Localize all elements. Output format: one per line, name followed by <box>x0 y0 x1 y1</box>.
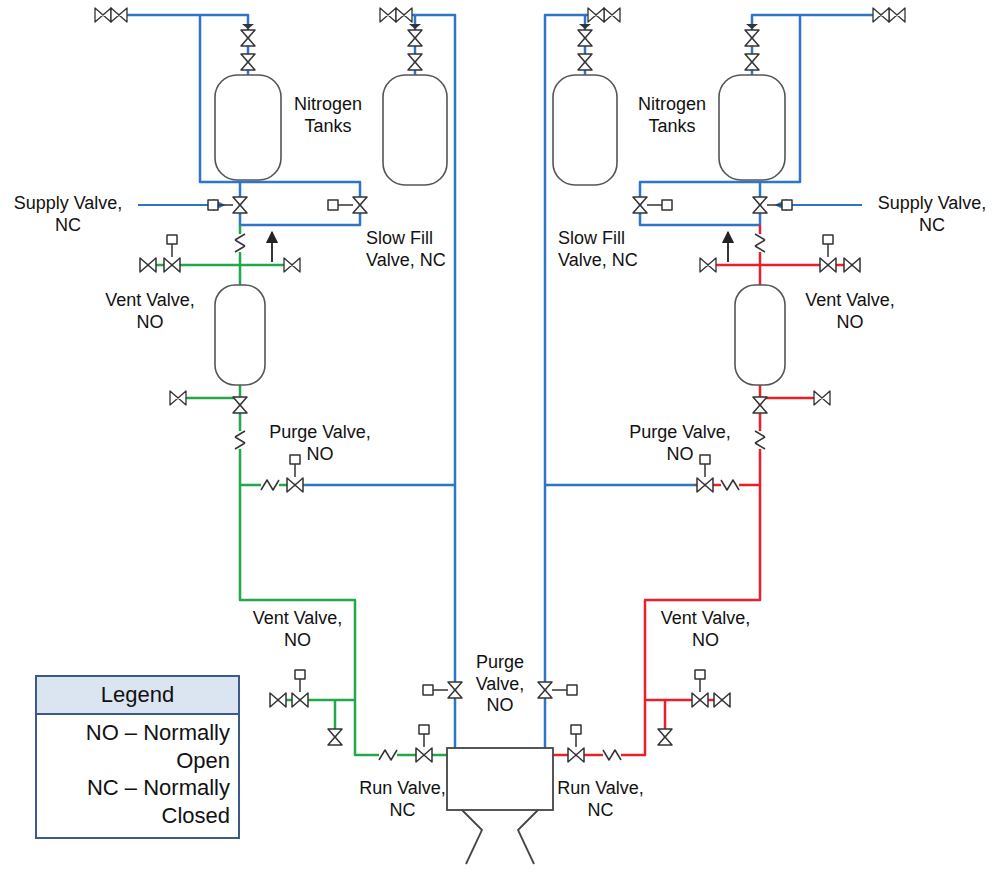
valve-label: Purge Valve, NO <box>260 422 380 465</box>
valve-label: Purge Valve, NO <box>467 652 533 717</box>
legend-entry: NC – Normally Closed <box>45 774 230 829</box>
valve-label: Slow Fill Valve, NC <box>366 228 456 271</box>
valve-label: Run Valve, NC <box>548 778 653 821</box>
valve-label: Slow Fill Valve, NC <box>558 228 648 271</box>
legend-entry: NO – Normally Open <box>45 719 230 774</box>
legend-title: Legend <box>43 682 232 708</box>
valve-label: Vent Valve, NO <box>240 608 355 651</box>
valve-label: Vent Valve, NO <box>95 290 205 333</box>
valve-label: Purge Valve, NO <box>620 422 740 465</box>
valve-label: Run Valve, NC <box>350 778 455 821</box>
valve-label: Vent Valve, NO <box>648 608 763 651</box>
valve-label: Vent Valve, NO <box>795 290 905 333</box>
valve-label: Supply Valve, NC <box>872 193 992 236</box>
tank-label: Nitrogen Tanks <box>283 94 373 137</box>
tank-label: Nitrogen Tanks <box>627 94 717 137</box>
legend-body: NO – Normally OpenNC – Normally Closed <box>37 715 238 835</box>
legend-box: Legend NO – Normally OpenNC – Normally Cl… <box>35 675 240 839</box>
legend-header: Legend <box>37 677 238 715</box>
valve-label: Supply Valve, NC <box>8 193 128 236</box>
